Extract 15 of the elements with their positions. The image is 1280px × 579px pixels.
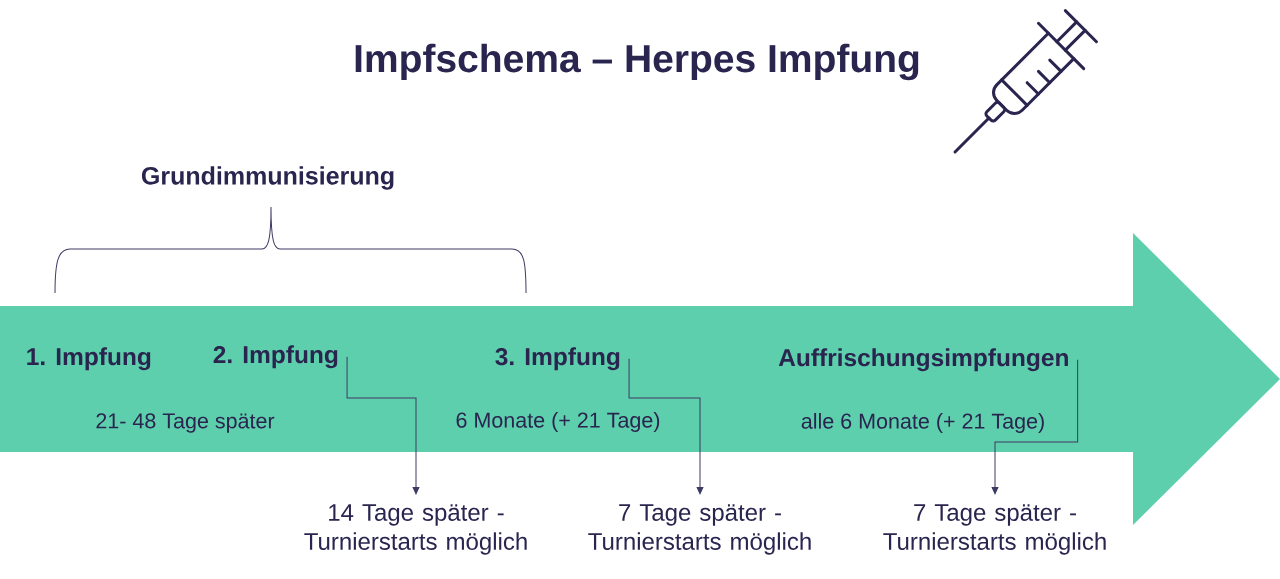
result-text: 7 Tage später - Turnierstarts möglich <box>883 504 1106 555</box>
heading: Grundimmunisierung <box>141 166 394 190</box>
result-text: 7 Tage später - Turnierstarts möglich <box>588 504 811 555</box>
interval-text: 6 Monate (+ 21 Tage) <box>456 412 660 433</box>
elbow-arrow <box>346 356 420 495</box>
interval-text: alle 6 Monate (+ 21 Tage) <box>801 413 1044 434</box>
step-label: 2. Impfung <box>213 345 338 369</box>
elbow-arrow <box>991 359 1079 495</box>
step-label: Auffrischungsimpfungen <box>778 348 1068 372</box>
step-label: 1. Impfung <box>27 347 151 371</box>
elbow-arrow <box>628 358 704 495</box>
interval-text: 21- 48 Tage später <box>96 413 275 433</box>
title: Impfschema – Herpes Impfung <box>355 43 919 81</box>
step-label: 3. Impfung <box>495 347 620 371</box>
result-text: 14 Tage später - Turnierstarts möglich <box>304 504 527 555</box>
